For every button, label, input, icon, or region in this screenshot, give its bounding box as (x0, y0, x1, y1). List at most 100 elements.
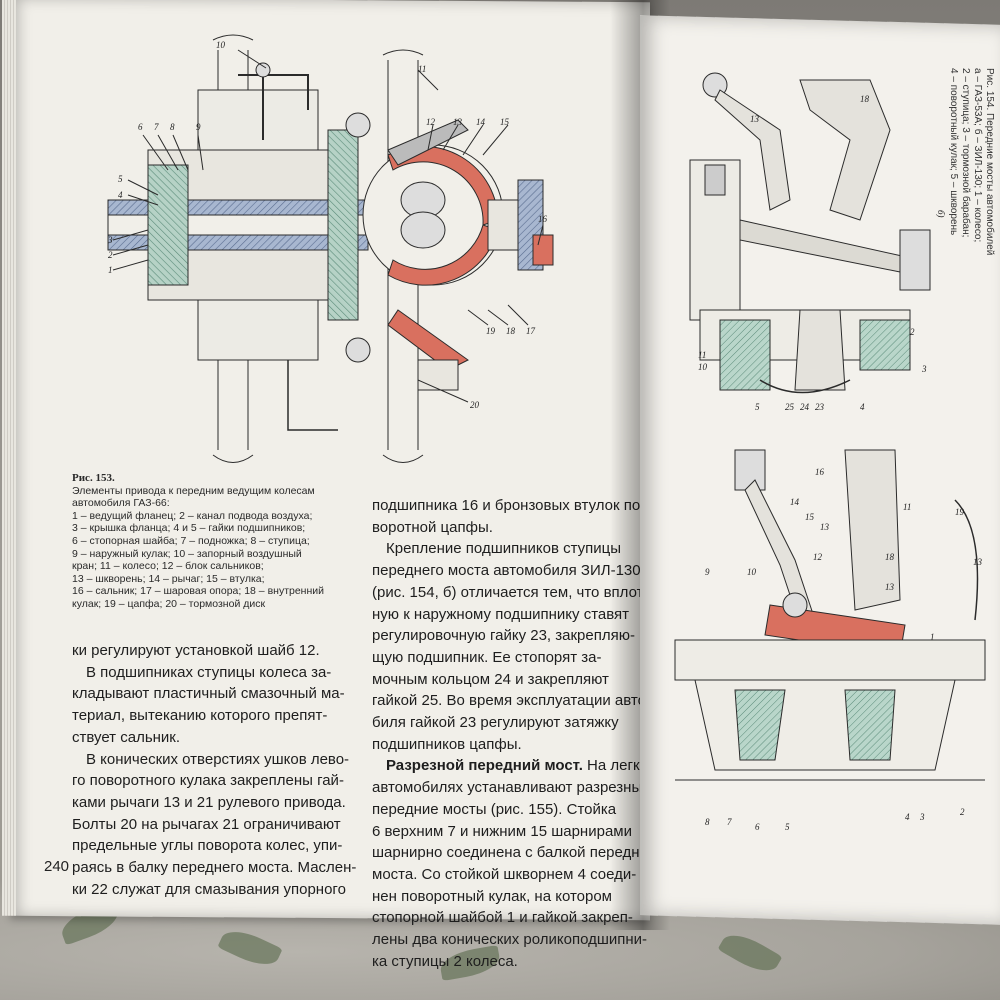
caption-line: Рис. 154. Передние мосты автомобилей (984, 68, 995, 256)
text-line: ка ступицы 2 колеса. (372, 952, 518, 970)
fig153-label: 11 (418, 64, 426, 74)
fig155-label: 1 (930, 632, 935, 642)
text-line: переднего моста автомобиля ЗИЛ-130 (372, 562, 641, 580)
text-line: биля гайкой 23 регулируют затяжку (372, 714, 619, 732)
text-line: лены два конических роликоподшипни- (372, 931, 648, 949)
text-line: Болты 20 на рычагах 21 ограничивают (72, 815, 341, 833)
text-line: подшипника 16 и бронзовых втулок по- (372, 497, 646, 514)
fig154-label: 24 (800, 402, 810, 412)
text-line: го поворотного кулака закреплены гай- (72, 772, 344, 790)
section-heading-line: Разрезной передний мост. На легковых (372, 755, 674, 777)
figure-153-drawing: 10 11 12 13 14 15 6 7 8 9 5 4 3 2 1 16 1… (107, 34, 554, 463)
text-line: стопорной шайбой 1 и гайкой закреп- (372, 909, 633, 927)
fig155-label: 14 (790, 497, 800, 507)
caption-line: 6 – стопорная шайба; 7 – подножка; 8 – с… (72, 534, 310, 547)
fig153-label: 17 (526, 326, 536, 336)
fig155-label: 3 (919, 812, 925, 822)
fig154-label: 3 (921, 364, 927, 374)
text-line: кладывают пластичный смазочный ма- (72, 685, 345, 703)
fig153-label: 20 (470, 400, 480, 410)
right-text-column: подшипника 16 и бронзовых втулок по- вор… (372, 495, 674, 972)
fig153-label: 15 (500, 117, 510, 127)
text-line: (рис. 154, б) отличается тем, что вплот- (372, 583, 649, 601)
fig155-label: 16 (815, 467, 825, 477)
fig153-label: 2 (108, 250, 113, 260)
fig154-label: 11 (698, 350, 706, 360)
fig154-label: 2 (910, 327, 915, 337)
fig155-label: 6 (755, 822, 760, 832)
fig155-label: 10 (747, 567, 757, 577)
fig155-label: 8 (705, 817, 710, 827)
fig155-label: 2 (960, 807, 965, 817)
fig155-label: 4 (905, 812, 910, 822)
fig154-label: 25 (785, 402, 795, 412)
fig155-label: 12 (813, 552, 823, 562)
fig155-label: 19 (955, 507, 965, 517)
fig155-label: 13 (820, 522, 830, 532)
fig155-label: 7 (727, 817, 732, 827)
fig153-label: 10 (216, 40, 226, 50)
fig154-label: 10 (698, 362, 708, 372)
leaf-pattern (217, 923, 283, 973)
fig153-label: 5 (118, 174, 123, 184)
fig155-label: 13 (885, 582, 895, 592)
text-line: териал, вытеканию которого препят- (72, 707, 328, 725)
fig153-label: 12 (426, 117, 436, 127)
caption-title: Рис. 153. (72, 472, 115, 484)
caption-line: 3 – крышка фланца; 4 и 5 – гайки подшипн… (72, 522, 306, 535)
figure-154-drawing: 13 18 б) 11 10 2 3 5 25 24 23 4 (689, 72, 946, 412)
fig155-label: 18 (885, 552, 895, 562)
text-line: ки регулируют установкой шайб 12. (72, 642, 320, 659)
caption-line: автомобиля ГАЗ-66: (72, 497, 170, 510)
caption-line: а – ГАЗ-53А; б – ЗИЛ-130; 1 – колесо; (972, 68, 983, 243)
fig154-label: 13 (750, 114, 760, 124)
text-line: регулировочную гайку 23, закрепляю- (372, 627, 635, 645)
caption-line: 16 – сальник; 17 – шаровая опора; 18 – в… (72, 585, 325, 598)
caption-line: 2 – ступица; 3 – тормозной барабан; (960, 68, 971, 238)
figure-154-caption: Рис. 154. Передние мосты автомобилей а –… (947, 68, 995, 368)
fig153-label: 19 (486, 326, 496, 336)
fig155-label: 9 (705, 567, 710, 577)
fig153-label: 9 (196, 122, 201, 132)
text-line: щую подшипник. Ее стопорят за- (372, 648, 602, 666)
caption-line: Элементы привода к передним ведущим коле… (72, 484, 315, 497)
fig155-label: 5 (785, 822, 790, 832)
caption-line: кулак; 19 – цапфа; 20 – тормозной диск (72, 597, 266, 610)
fig153-label: 4 (118, 190, 123, 200)
text-line: мочным кольцом 24 и закрепляют (372, 670, 609, 688)
page-number: 240 (44, 858, 70, 875)
text-line: В подшипниках ступицы колеса за- (86, 663, 332, 681)
fig153-label: 16 (538, 214, 548, 224)
text-line: автомобилях устанавливают разрезные (372, 779, 651, 797)
page-edges (2, 0, 16, 916)
fig154-label: 5 (755, 402, 760, 412)
text-line: подшипников цапфы. (372, 735, 522, 753)
left-text-column: ки регулируют установкой шайб 12. В подш… (72, 640, 362, 900)
caption-line: 4 – поворотный кулак; 5 – шкворень (948, 68, 959, 236)
text-line: предельные углы поворота колес, упи- (72, 837, 343, 855)
text-line: Крепление подшипников ступицы (386, 540, 622, 558)
text-line: В конических отверстиях ушков лево- (86, 750, 350, 768)
text-line: раясь в балку переднего моста. Маслен- (72, 859, 357, 877)
text-line: воротной цапфы. (372, 518, 493, 536)
fig153-label: 3 (107, 235, 113, 245)
fig153-label: 6 (138, 122, 143, 132)
fig153-label: 1 (108, 265, 113, 275)
text-line: шарнирно соединена с балкой переднего (372, 844, 662, 862)
fig154-label: 18 (860, 94, 870, 104)
figure-155-drawing: 16 14 15 11 13 12 18 19 10 9 8 7 6 5 4 3… (674, 449, 986, 832)
fig153-label: 18 (506, 326, 516, 336)
caption-line: кран; 11 – колесо; 12 – блок сальников; (72, 560, 264, 573)
fig154-label: б) (936, 210, 946, 218)
leaf-pattern (717, 926, 783, 980)
text-line: ки 22 служат для смазывания упорного (72, 880, 346, 898)
section-heading: Разрезной передний мост. (386, 757, 583, 775)
fig155-label: 15 (805, 512, 815, 522)
figure-153-caption: Рис. 153. Элементы привода к передним ве… (72, 472, 362, 611)
fig155-label: 13 (973, 557, 983, 567)
text-line: ную к наружному подшипнику ставят (372, 605, 630, 623)
fig155-label: 11 (903, 502, 911, 512)
fig154-label: 23 (815, 402, 825, 412)
fig154-label: 4 (860, 402, 865, 412)
fig153-label: 13 (453, 117, 463, 127)
